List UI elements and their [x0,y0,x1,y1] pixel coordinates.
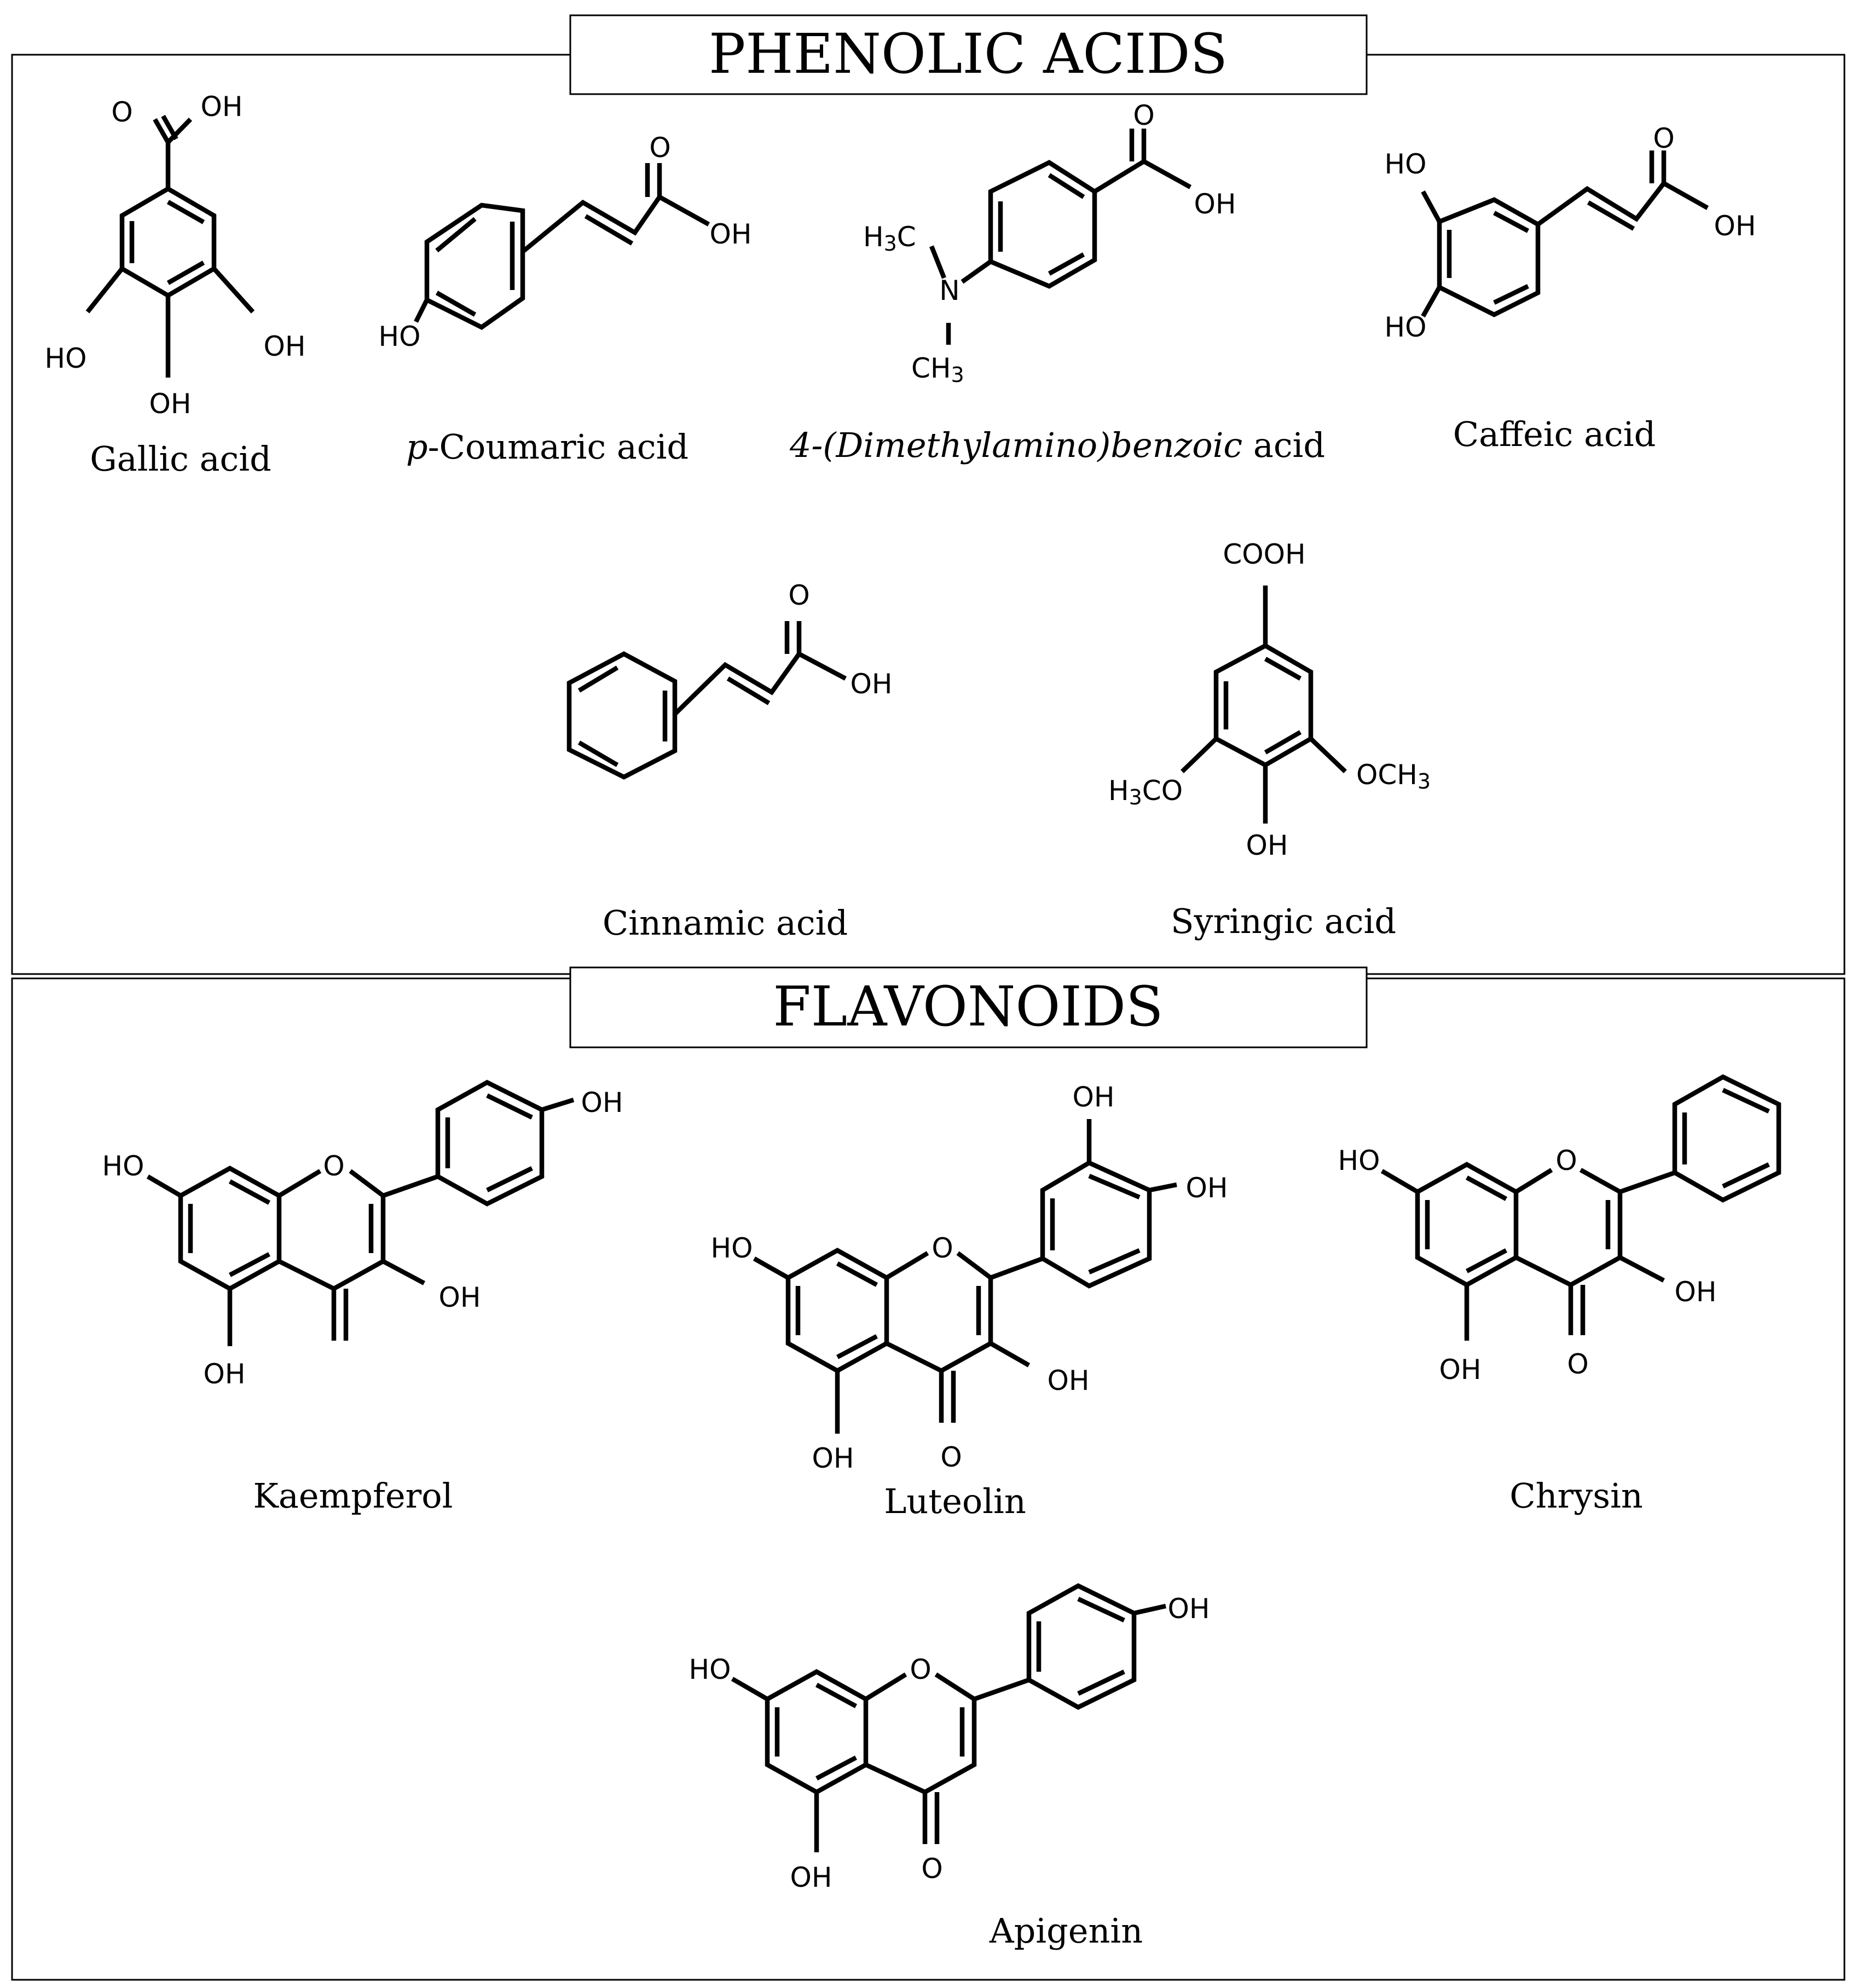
svg-text:O: O [940,1441,962,1473]
svg-text:O: O [910,1654,931,1685]
flavonoids-title: FLAVONOIDS [773,975,1163,1039]
caffeic-acid-structure: O OH HO HO [1385,123,1756,343]
svg-text:OH: OH [1194,188,1236,220]
p-coumaric-acid-label: p-Coumaric acid [406,427,689,467]
svg-text:HO: HO [689,1654,731,1685]
gallic-acid-structure: O OH OH HO OH [45,91,306,420]
phenolic-acids-title: PHENOLIC ACIDS [709,22,1228,86]
svg-text:O: O [1567,1348,1588,1380]
svg-text:O: O [788,579,809,611]
svg-text:HO: HO [1385,148,1427,180]
svg-text:OH: OH [439,1282,481,1313]
kaempferol-label: Kaempferol [253,1476,453,1516]
svg-text:OCH3: OCH3 [1356,759,1431,793]
svg-text:O: O [1133,100,1154,131]
svg-text:OH: OH [581,1087,623,1118]
svg-text:O: O [649,132,670,164]
svg-text:N: N [939,275,959,306]
p-coumaric-acid-structure: O OH HO [379,132,752,352]
svg-text:O: O [111,96,132,128]
svg-text:OH: OH [201,91,243,123]
chrysin-structure: O HO OH OH O [1338,1074,1781,1386]
svg-text:O: O [1555,1145,1577,1176]
syringic-acid-label: Syringic acid [1171,901,1396,941]
caffeic-acid-label: Caffeic acid [1453,414,1656,454]
svg-text:HO: HO [711,1232,753,1264]
svg-text:H3CO: H3CO [1108,775,1183,809]
svg-text:O: O [1653,123,1674,154]
svg-text:OH: OH [851,668,893,700]
svg-text:HO: HO [102,1150,144,1182]
kaempferol-structure: O OH HO OH OH [102,1080,623,1390]
svg-text:HO: HO [1338,1145,1380,1176]
dimethylaminobenzoic-acid-structure: O OH N H3C CH3 [863,100,1236,387]
svg-text:OH: OH [204,1358,246,1390]
svg-text:CH3: CH3 [911,352,964,387]
svg-text:OH: OH [710,218,752,250]
syringic-acid-structure: COOH OCH3 H3CO OH [1108,538,1431,861]
apigenin-structure: O OH HO OH O [689,1583,1210,1893]
flavonoids-title-box [569,966,1368,1048]
svg-text:OH: OH [264,331,306,362]
apigenin-label: Apigenin [989,1911,1143,1951]
svg-text:O: O [323,1150,344,1182]
gallic-acid-label: Gallic acid [90,439,271,479]
svg-text:H3C: H3C [863,221,916,256]
luteolin-structure: O OH OH HO OH OH O [711,1081,1228,1474]
dimethylaminobenzoic-acid-label: 4-(Dimethylamino)benzoic acid [789,425,1325,465]
svg-text:OH: OH [790,1862,832,1893]
svg-text:O: O [932,1232,953,1264]
svg-text:OH: OH [1439,1354,1482,1386]
luteolin-label: Luteolin [884,1481,1026,1521]
svg-text:HO: HO [1385,311,1427,343]
svg-text:OH: OH [1246,830,1288,861]
phenolic-acids-panel [11,54,1846,975]
svg-text:OH: OH [1168,1593,1210,1625]
svg-text:OH: OH [812,1442,854,1474]
phenolic-acids-title-box [569,14,1368,95]
svg-text:OH: OH [1186,1172,1228,1204]
svg-text:OH: OH [1675,1276,1717,1308]
svg-text:OH: OH [1048,1365,1090,1396]
cinnamic-acid-label: Cinnamic acid [603,903,848,943]
svg-text:OH: OH [1714,210,1756,242]
svg-text:HO: HO [379,321,421,352]
cinnamic-acid-structure: O OH [566,579,893,780]
svg-text:HO: HO [45,343,87,374]
svg-text:O: O [921,1853,942,1885]
svg-text:OH: OH [149,388,192,420]
svg-text:COOH: COOH [1223,538,1305,570]
svg-text:OH: OH [1073,1081,1115,1113]
chrysin-label: Chrysin [1509,1476,1643,1516]
